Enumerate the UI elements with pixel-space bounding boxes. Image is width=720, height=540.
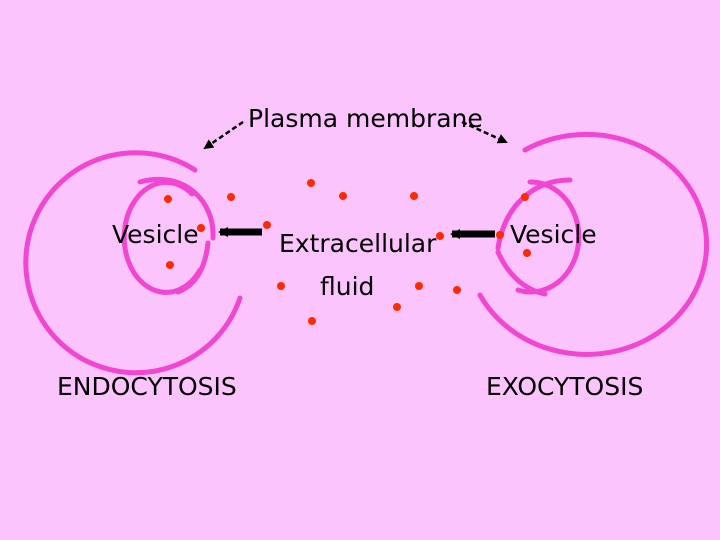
particle (263, 221, 271, 229)
left-outer-membrane (23, 150, 243, 376)
particle (393, 303, 401, 311)
right-vesicle-label: Vesicle (510, 220, 597, 249)
particle (307, 179, 315, 187)
right-outer-membrane (477, 131, 710, 357)
extracellular-fluid-label-line1: Extracellular (279, 229, 437, 258)
membrane-pointer-left (203, 120, 244, 150)
membrane-pointer-right (461, 120, 508, 144)
right-inner-arc-lower (495, 249, 548, 297)
particle (339, 192, 347, 200)
left-inner-arc-lower (175, 240, 211, 295)
particle (410, 192, 418, 200)
particle (166, 261, 174, 269)
particle (227, 193, 235, 201)
right-vesicle-membrane (515, 179, 582, 295)
particle (277, 282, 285, 290)
particle (521, 193, 529, 201)
exocytosis-label: EXOCYTOSIS (486, 372, 643, 401)
particle (453, 286, 461, 294)
endocytosis-label: ENDOCYTOSIS (57, 372, 237, 401)
particles (164, 179, 531, 325)
particle (197, 224, 205, 232)
particle (436, 232, 444, 240)
left-vesicle-membrane (121, 179, 203, 295)
left-inner-arc (137, 176, 216, 241)
plasma-membrane-label: Plasma membrane (248, 104, 483, 133)
particle (308, 317, 316, 325)
left-vesicle-label: Vesicle (112, 220, 199, 249)
particle (523, 249, 531, 257)
endocytosis-cell (23, 150, 243, 376)
extracellular-fluid-label-line2: fluid (320, 272, 374, 301)
particle (164, 195, 172, 203)
particle (496, 231, 504, 239)
particle (415, 282, 423, 290)
